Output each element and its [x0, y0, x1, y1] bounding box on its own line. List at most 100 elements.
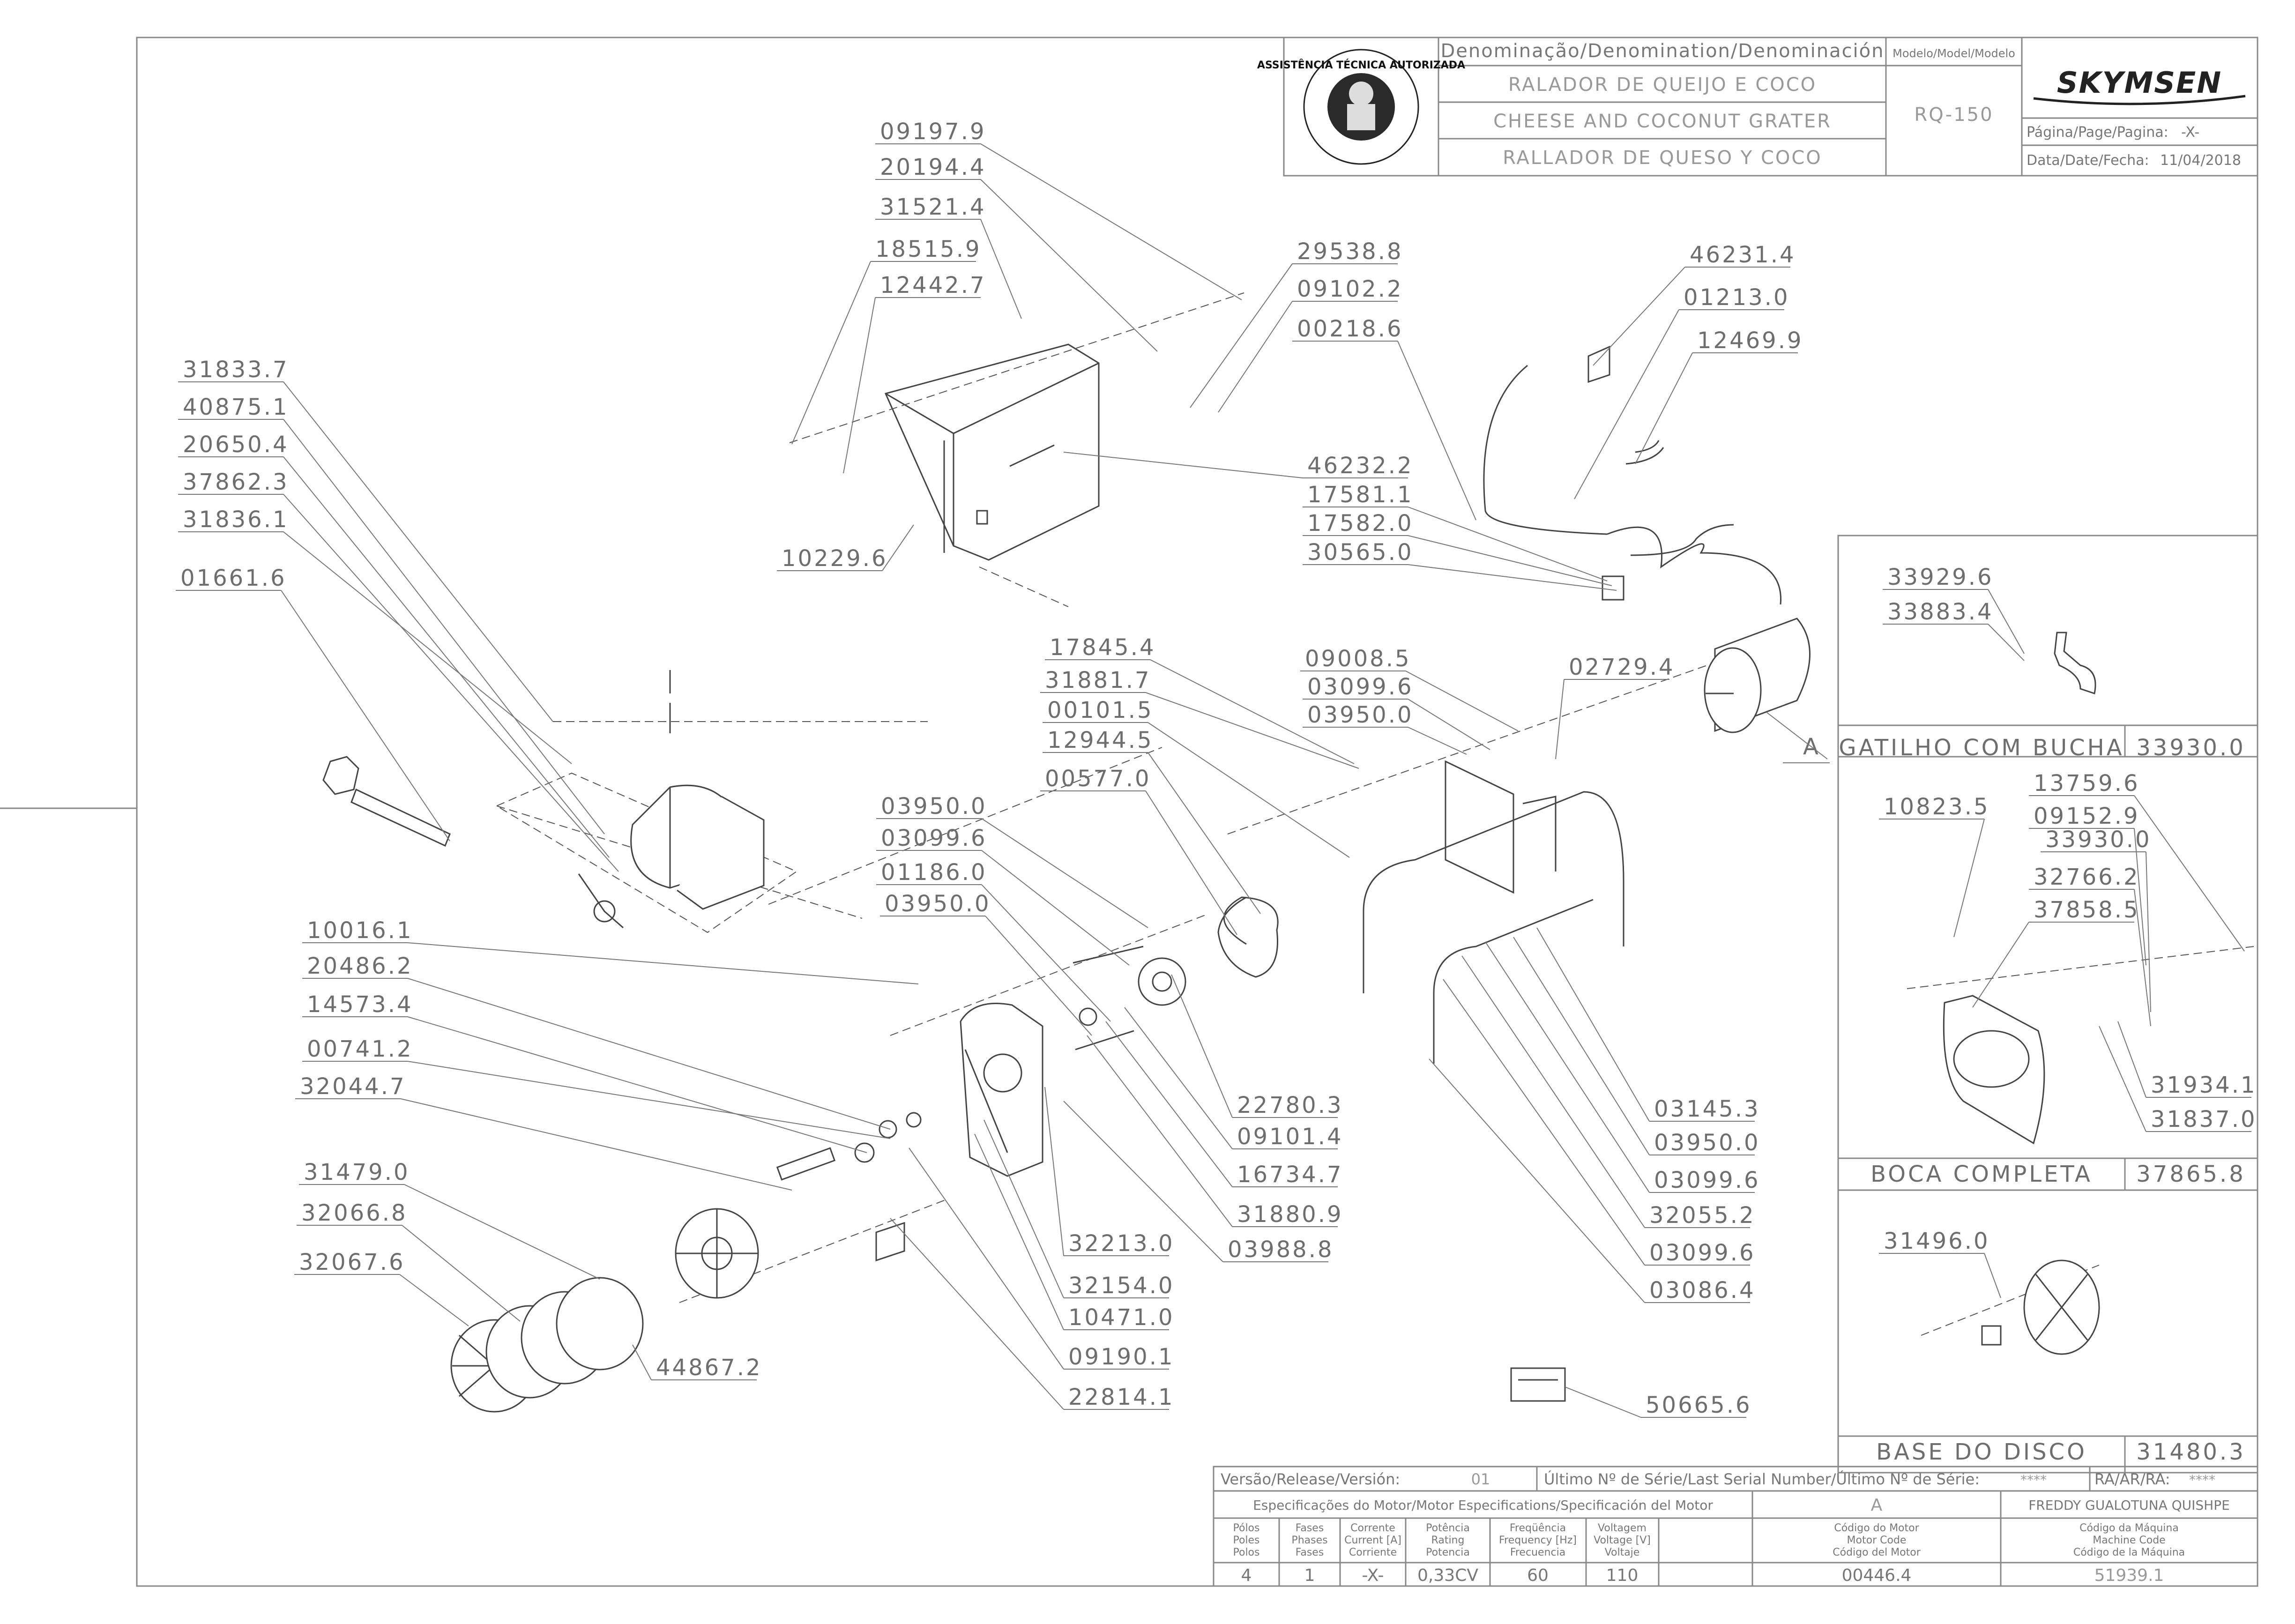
part-label-03950.0: 03950.0 — [881, 793, 987, 819]
panel-2-name: BOCA COMPLETA — [1870, 1161, 2093, 1187]
part-label-12442.7: 12442.7 — [880, 272, 986, 298]
part-label-12469.9: 12469.9 — [1697, 328, 1803, 354]
spec-header-text: Corrente — [1350, 1522, 1395, 1534]
leader-line — [283, 494, 619, 872]
leader-line — [1984, 1253, 2001, 1298]
part-label-29538.8: 29538.8 — [1297, 238, 1403, 265]
feed-mouth — [578, 670, 765, 929]
part-label-10229.6: 10229.6 — [782, 545, 888, 572]
leader-line — [974, 1133, 1064, 1330]
leader-line — [407, 1016, 867, 1153]
date-label: Data/Date/Fecha: — [2027, 152, 2149, 169]
part-drawings — [322, 292, 2254, 1413]
motor — [1704, 618, 1811, 733]
part-label-01213.0: 01213.0 — [1684, 284, 1790, 311]
leader-line — [1408, 699, 1490, 750]
part-label-31479.0: 31479.0 — [304, 1159, 410, 1185]
part-label-00101.5: 00101.5 — [1047, 697, 1154, 723]
part-label-31836.1: 31836.1 — [183, 507, 289, 533]
part-label-09008.5: 09008.5 — [1305, 646, 1411, 672]
part-label-03988.8: 03988.8 — [1228, 1237, 1334, 1263]
leader-line — [981, 850, 1130, 966]
spec-header-text: Código da Máquina — [2079, 1522, 2179, 1534]
part-label-03950.0: 03950.0 — [1654, 1130, 1760, 1156]
leader-line — [980, 179, 1158, 352]
leader-line — [283, 531, 572, 764]
leader-line — [1063, 452, 1303, 478]
part-label-17582.0: 17582.0 — [1307, 510, 1414, 536]
model-header: Modelo/Model/Modelo — [1893, 47, 2015, 60]
leader-line — [1408, 727, 1467, 755]
part-label-03099.6: 03099.6 — [1307, 674, 1414, 700]
leader-line — [984, 1119, 1064, 1298]
leader-line — [1593, 267, 1685, 366]
spec-header-text: Phases — [1291, 1535, 1327, 1546]
brand-logo: SKYMSEN — [2057, 66, 2222, 100]
panel-part-label-37858.5: 37858.5 — [2034, 897, 2140, 923]
leader-line — [1145, 692, 1359, 769]
leader-line — [1443, 979, 1645, 1266]
pusher-handle — [322, 756, 451, 847]
part-label-50665.6: 50665.6 — [1646, 1392, 1752, 1418]
leader-line — [1461, 955, 1645, 1228]
leader-line — [1408, 535, 1612, 586]
leader-line — [632, 1344, 652, 1380]
part-label-44867.2: 44867.2 — [656, 1355, 762, 1381]
leader-line — [909, 1147, 1064, 1370]
motor-spec-label: Especificações do Motor/Motor Especifica… — [1253, 1497, 1713, 1513]
motor-spec-marker: A — [1871, 1496, 1883, 1515]
spec-header-text: Poles — [1233, 1535, 1259, 1546]
leader-line — [981, 818, 1148, 928]
part-label-22780.3: 22780.3 — [1237, 1092, 1343, 1118]
leader-line — [882, 524, 914, 571]
serial-value: **** — [2020, 1472, 2047, 1488]
part-label-30565.0: 30565.0 — [1307, 539, 1414, 566]
leader-line — [981, 884, 1111, 1022]
spec-value: 51939.1 — [2094, 1566, 2164, 1585]
part-label-20194.4: 20194.4 — [880, 154, 986, 180]
leader-line — [402, 1225, 521, 1322]
spec-header-text: Corriente — [1349, 1547, 1397, 1558]
leader-line — [1171, 974, 1233, 1118]
title-block: ASSISTÊNCIA TÉCNICA AUTORIZADA Denominaç… — [1257, 37, 2258, 177]
leader-line — [283, 381, 553, 722]
leader-line — [407, 1061, 891, 1139]
name-es: RALLADOR DE QUESO Y COCO — [1503, 147, 1822, 169]
motor-marker: A — [1803, 734, 1820, 760]
spec-header-text: Frequency [Hz] — [1499, 1535, 1577, 1546]
spec-header-text: Voltage [V] — [1594, 1535, 1651, 1546]
part-label-01186.0: 01186.0 — [881, 859, 987, 886]
part-label-03099.6: 03099.6 — [881, 825, 987, 851]
leader-line — [1087, 1035, 1233, 1227]
leader-line — [1513, 937, 1650, 1155]
page-label: Página/Page/Pagina: — [2027, 124, 2168, 141]
leader-line — [1574, 309, 1679, 499]
part-label-00218.6: 00218.6 — [1297, 316, 1403, 342]
leader-line — [1988, 624, 2025, 661]
leader-line — [1988, 589, 2025, 654]
spec-header-text: Freqüência — [1510, 1522, 1566, 1534]
drive-belt — [1217, 896, 1279, 978]
leader-line — [985, 916, 1092, 1036]
leader-line — [1635, 352, 1693, 464]
spec-value: 60 — [1527, 1566, 1549, 1585]
panel-part-label-33929.6: 33929.6 — [1887, 564, 1994, 590]
side-panels: GATILHO COM BUCHA 33930.0 BOCA COMPLETA … — [1837, 535, 2258, 1474]
part-label-09101.4: 09101.4 — [1237, 1124, 1343, 1150]
svg-text:ASSISTÊNCIA TÉCNICA AUTORIZADA: ASSISTÊNCIA TÉCNICA AUTORIZADA — [1257, 59, 1465, 71]
gear-housing — [960, 946, 1186, 1177]
panel-2-code: 37865.8 — [2136, 1161, 2246, 1187]
spec-value: 4 — [1241, 1566, 1252, 1585]
leader-line — [1429, 1058, 1645, 1303]
leader-line — [2146, 851, 2151, 1013]
part-label-20486.2: 20486.2 — [307, 953, 413, 979]
leader-line — [1124, 1007, 1233, 1149]
leader-line — [980, 219, 1022, 319]
part-label-31880.9: 31880.9 — [1237, 1201, 1343, 1228]
leader-line — [980, 143, 1242, 300]
leader-line — [1190, 263, 1293, 408]
part-label-18515.9: 18515.9 — [875, 236, 982, 262]
motor-marker-leader — [1766, 712, 1828, 760]
spec-header-text: Polos — [1233, 1547, 1260, 1558]
leader-line — [843, 297, 876, 474]
